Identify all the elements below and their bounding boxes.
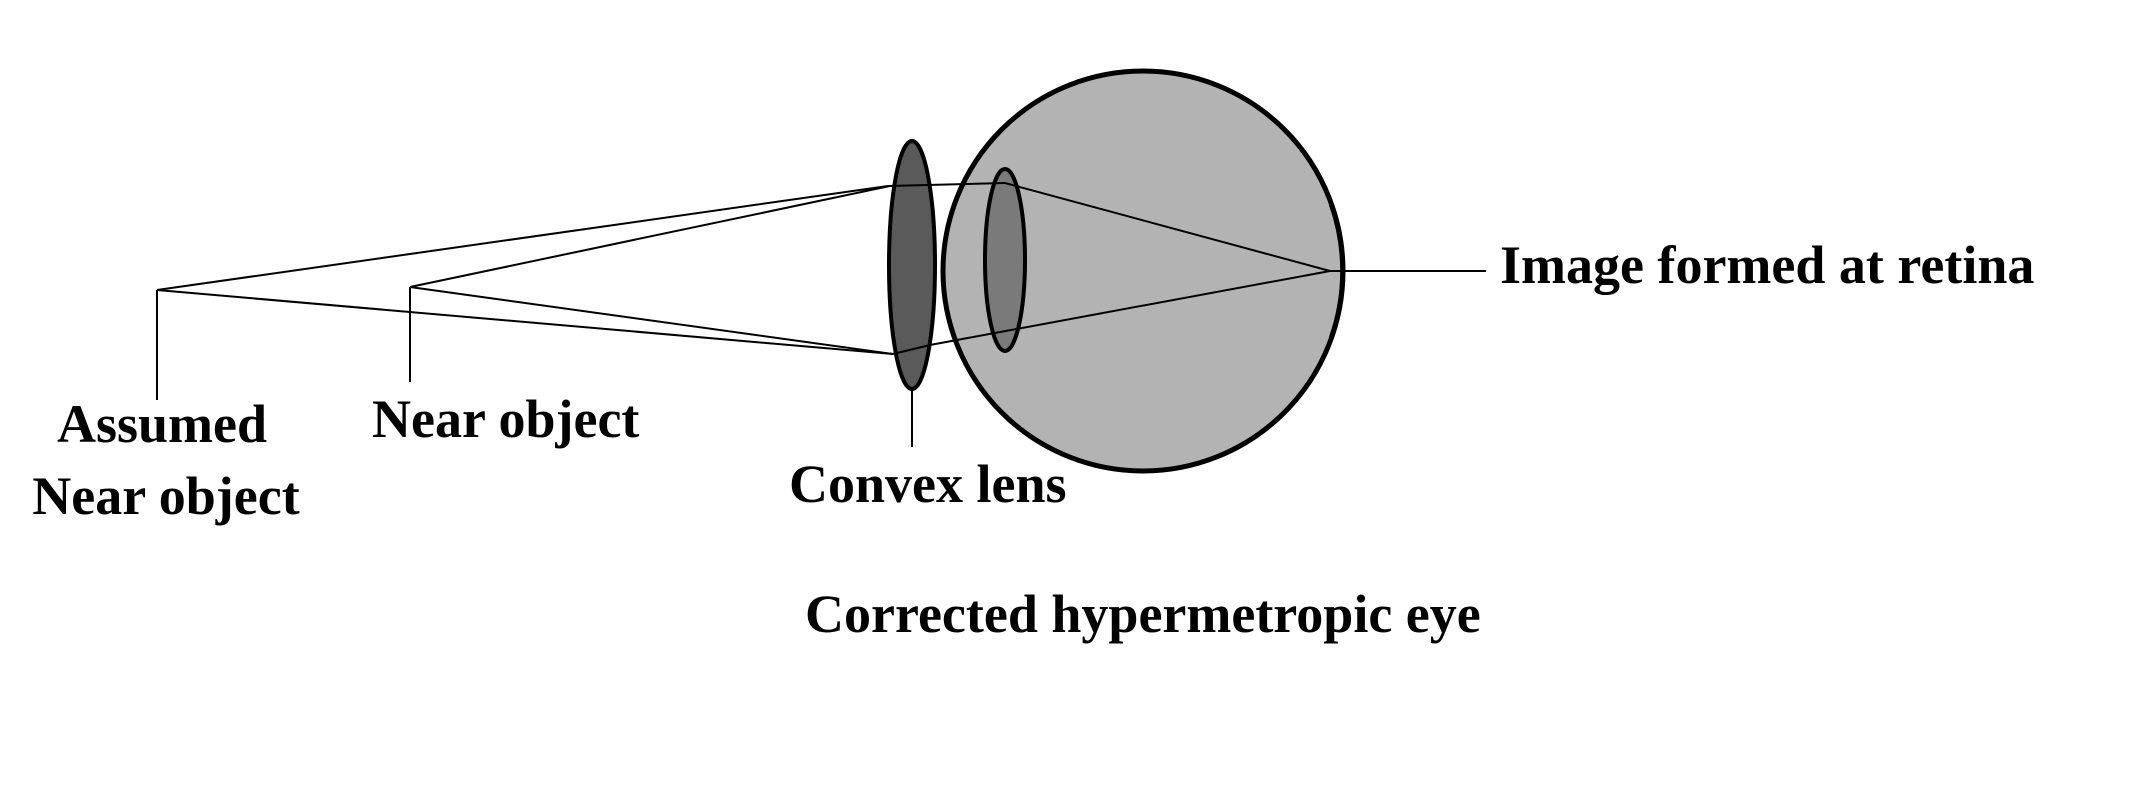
label-assumed-line1: Assumed [57, 394, 267, 454]
ray-eyelens-to-retina-upper [1004, 182, 1331, 272]
label-assumed-line2: Near object [32, 466, 299, 526]
label-near-object: Near object [372, 389, 639, 449]
label-image-retina: Image formed at retina [1500, 235, 2034, 295]
ray-eyelens-to-retina-lower [929, 270, 1331, 346]
label-convex-lens: Convex lens [789, 454, 1067, 514]
eye-lens [983, 167, 1027, 353]
caption: Corrected hypermetropic eye [805, 584, 1481, 644]
ray-assumed-upper [156, 185, 889, 291]
ray-lens-to-eyelens-lower [892, 344, 931, 355]
ray-lens-to-eyelens-upper [887, 182, 1006, 187]
ray-near-upper [409, 185, 891, 288]
ray-near-lower [409, 286, 894, 355]
convex-lens [887, 139, 937, 391]
ray-assumed-lower [156, 289, 894, 355]
